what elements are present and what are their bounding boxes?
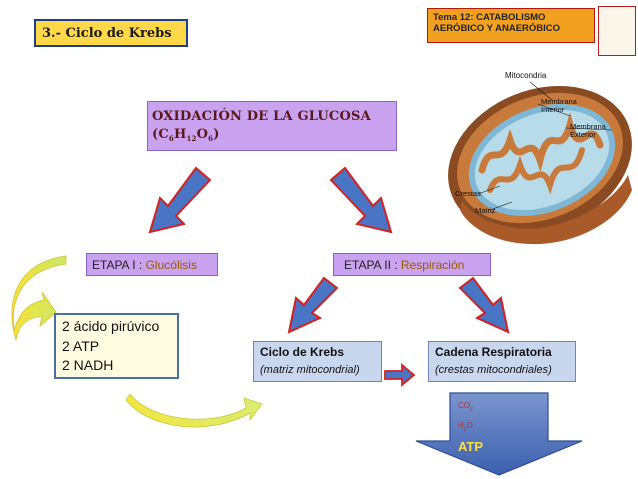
formula-o-sub: 6 [208, 134, 214, 143]
h2o-h: H [458, 420, 464, 430]
formula-end: ) [213, 127, 220, 142]
mito-inner-membrane-label: Membrana Interior [541, 98, 577, 114]
mito-outer-membrane-label: Membrana Exterior [570, 123, 606, 139]
mito-inner-label-1: Membrana [541, 97, 577, 106]
formula-h-sub: 12 [186, 134, 197, 143]
glucose-formula: (C6H12O6) [152, 126, 396, 148]
product-atp: 2 ATP [62, 337, 100, 354]
chain-subtitle: (crestas mitocondriales) [435, 364, 552, 376]
topic-line-2: AERÓBICO Y ANAERÓBICO [433, 23, 561, 34]
co2-sub: 2 [470, 406, 473, 413]
respiratory-chain-box: Cadena Respiratoria (crestas mitocondria… [428, 341, 576, 382]
h2o-o: O [466, 420, 473, 430]
h2o-sub: 2 [463, 426, 467, 433]
arrow-glucose-to-stage1 [148, 166, 212, 234]
glucose-title: OXIDACIÓN DE LA GLUCOSA [152, 109, 371, 124]
formula-o: O [196, 127, 209, 142]
stage-1-prefix: ETAPA I : [92, 257, 143, 272]
mito-matriz-label: Matriz [475, 206, 496, 215]
stage-2-prefix: ETAPA II : [344, 257, 398, 272]
arrow-stage2-to-krebs [287, 276, 339, 334]
glucose-oxidation-box: OXIDACIÓN DE LA GLUCOSA (C6H12O6) [147, 101, 397, 151]
mito-title-label: Mitocondria [505, 71, 547, 80]
co2-base: CO [458, 401, 470, 410]
output-co2: CO2 [458, 400, 498, 416]
product-nadh: 2 NADH [62, 357, 114, 373]
output-h2o: H2O [458, 420, 498, 436]
arrow-glucose-to-stage2 [329, 166, 393, 234]
mito-crestas-label: Crestas [455, 189, 481, 198]
krebs-title: Ciclo de Krebs [260, 345, 345, 359]
stage-2-name: Respiración [400, 257, 465, 272]
formula-c-sub: 6 [168, 134, 174, 143]
glycolysis-products-box: 2 ácido pirúvico 2 ATP 2 NADH [54, 313, 179, 379]
mito-inner-label-2: Interior [541, 105, 565, 114]
chain-outputs: CO2 H2O ATP [458, 400, 498, 455]
chain-title: Cadena Respiratoria [435, 345, 552, 359]
arrow-krebs-to-chain [384, 363, 416, 387]
curved-arrow-to-krebs [125, 393, 263, 428]
krebs-cycle-box: Ciclo de Krebs (matriz mitocondrial) [253, 341, 382, 382]
stage-2-box: ETAPA II : Respiración [333, 253, 491, 276]
arrow-stage2-to-chain [458, 276, 510, 334]
topic-box: Tema 12: CATABOLISMO AERÓBICO Y ANAERÓBI… [427, 8, 595, 43]
product-pyruvic-acid: 2 ácido pirúvico [62, 318, 160, 334]
slide-title: 3.- Ciclo de Krebs [34, 19, 188, 47]
formula-c: (C [152, 127, 169, 142]
output-atp: ATP [458, 439, 484, 455]
slide-title-text: 3.- Ciclo de Krebs [42, 25, 172, 41]
arrow-chain-down [415, 392, 583, 476]
formula-h: H [173, 127, 187, 142]
mito-outer-label-1: Membrana [570, 122, 606, 131]
topic-line-1: Tema 12: CATABOLISMO [433, 12, 546, 23]
krebs-subtitle: (matriz mitocondrial) [260, 364, 360, 376]
krebs-thumbnail [598, 6, 636, 56]
stage-1-box: ETAPA I : Glucólisis [86, 253, 218, 276]
stage-1-name: Glucólisis [145, 257, 197, 272]
mito-outer-label-2: Exterior [570, 130, 596, 139]
mitochondrion-illustration [448, 81, 632, 245]
curved-arrow-glycolysis [11, 255, 67, 341]
